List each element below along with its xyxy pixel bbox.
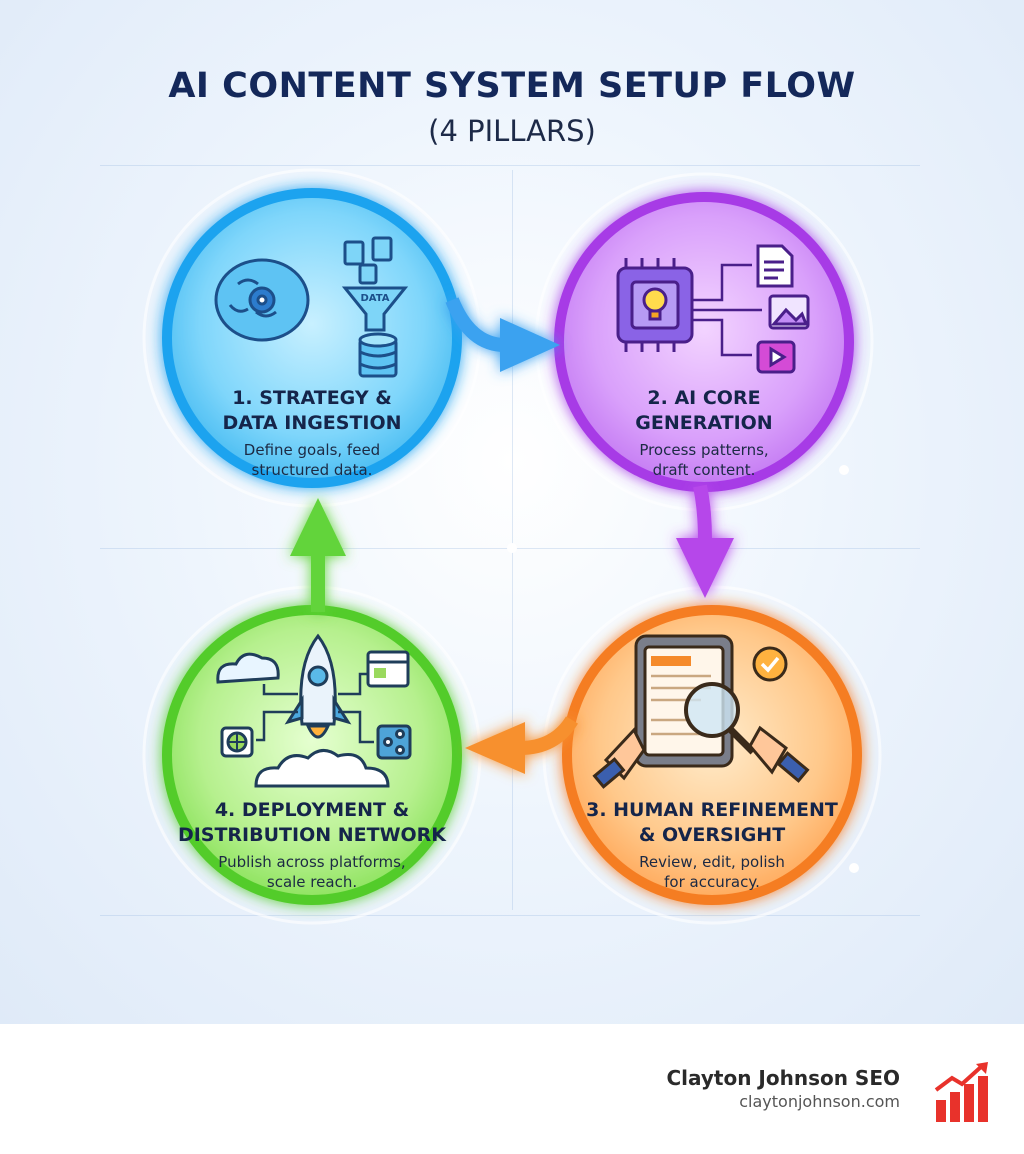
rocket-icon bbox=[284, 633, 352, 739]
pillar-4-title: 4. DEPLOYMENT & DISTRIBUTION NETWORK bbox=[177, 799, 447, 846]
brand-logo-icon bbox=[934, 1062, 988, 1122]
arrow-2-to-3 bbox=[676, 484, 734, 598]
grid-line bbox=[100, 165, 920, 166]
sparkle bbox=[507, 543, 517, 553]
pillar-3-title: 3. HUMAN REFINEMENT & OVERSIGHT bbox=[586, 799, 838, 846]
pillar-1-title: 1. STRATEGY & DATA INGESTION bbox=[222, 387, 402, 434]
share-icon bbox=[376, 724, 412, 760]
connector-lines bbox=[256, 672, 374, 744]
outer-ring bbox=[542, 585, 882, 925]
grid-line bbox=[512, 170, 513, 910]
flow-diagram: DATA bbox=[162, 188, 882, 925]
hands-icon bbox=[592, 725, 810, 789]
globe-icon bbox=[220, 726, 254, 758]
pillar-2-description: Process patterns, draft content. bbox=[639, 441, 769, 479]
cloud-icon bbox=[216, 652, 280, 684]
footer bbox=[0, 1024, 1024, 1154]
arrow-4-to-1 bbox=[290, 498, 346, 612]
data-funnel-icon: DATA bbox=[341, 236, 409, 332]
pillar-4-description: Publish across platforms, scale reach. bbox=[218, 853, 406, 891]
grid-line bbox=[100, 915, 920, 916]
brand-name: Clayton Johnson SEO bbox=[666, 1066, 900, 1090]
pillar-3-description: Review, edit, polish for accuracy. bbox=[639, 853, 785, 891]
ai-chip-icon bbox=[616, 258, 694, 352]
diagram-subtitle: (4 PILLARS) bbox=[428, 114, 596, 148]
connector-lines bbox=[692, 263, 762, 357]
magnifier-icon bbox=[684, 682, 756, 755]
diagram-canvas: AI CONTENT SYSTEM SETUP FLOW (4 PILLARS) bbox=[0, 0, 1024, 1024]
launch-cloud-icon bbox=[254, 749, 390, 788]
funnel-label: DATA bbox=[360, 293, 389, 304]
diagram-title: AI CONTENT SYSTEM SETUP FLOW bbox=[168, 66, 856, 106]
pillar-2-title: 2. AI CORE GENERATION bbox=[635, 387, 773, 434]
sparkle bbox=[839, 465, 849, 475]
arrow-1-to-2 bbox=[445, 297, 560, 372]
browser-icon bbox=[366, 650, 410, 688]
brand-url: claytonjohnson.com bbox=[739, 1092, 900, 1111]
arrow-3-to-4 bbox=[465, 716, 578, 774]
brain-gear-icon bbox=[214, 258, 310, 342]
database-icon bbox=[358, 332, 398, 378]
image-icon bbox=[768, 294, 810, 330]
check-badge-icon bbox=[752, 646, 788, 682]
pillar-1-description: Define goals, feed structured data. bbox=[243, 441, 381, 479]
video-icon bbox=[756, 340, 796, 374]
sparkle bbox=[849, 863, 859, 873]
document-icon bbox=[756, 244, 794, 288]
